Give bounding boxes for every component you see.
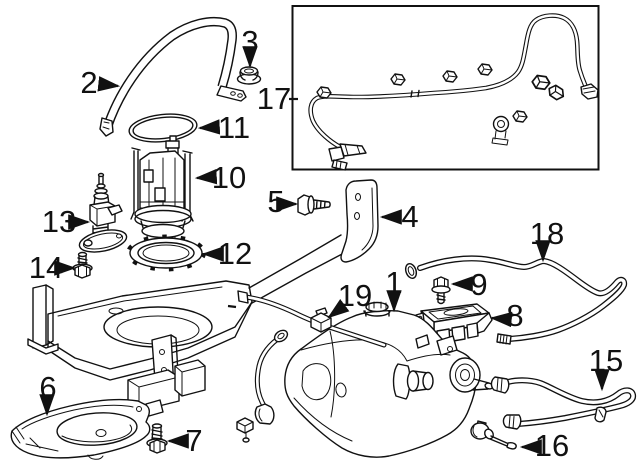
bolt-14 [72,251,93,279]
callout-7[interactable]: 7 [166,423,203,458]
callout-4[interactable]: 4 [379,199,419,234]
callout-5[interactable]: 5 [267,184,299,219]
callout-6[interactable]: 6 [39,370,57,417]
temp-sensor [470,420,517,450]
callout-18[interactable]: 18 [530,216,564,263]
callout-11[interactable]: 11 [197,110,250,145]
callout-13[interactable]: 13 [42,204,91,239]
mounting-tray [27,234,345,417]
callout-12[interactable]: 12 [201,236,252,271]
line-clip-icon [442,70,458,83]
line-clip-icon [512,110,528,123]
svg-text:8[interactable]: 8 [506,298,523,333]
svg-text:16[interactable]: 16 [535,428,569,463]
svg-text:18[interactable]: 18 [530,216,564,251]
line-clip-icon [531,74,551,91]
svg-text:2[interactable]: 2 [80,65,97,100]
line-clip-icon [316,86,332,99]
skid-plate [10,398,151,460]
svg-text:15[interactable]: 15 [589,343,623,378]
fuel-pump-module [130,135,194,244]
callout-15[interactable]: 15 [589,343,623,392]
callout-16[interactable]: 16 [519,428,569,463]
svg-text:14[interactable]: 14 [29,250,63,285]
bolt-9 [431,276,451,305]
svg-text:5[interactable]: 5 [267,184,284,219]
callout-17[interactable]: 17 [257,81,298,116]
level-sensor [78,172,128,253]
svg-text:11[interactable]: 11 [218,110,250,145]
svg-text:9[interactable]: 9 [470,267,487,302]
svg-text:1[interactable]: 1 [385,265,402,300]
callout-10[interactable]: 10 [194,160,246,195]
svg-text:6[interactable]: 6 [39,370,56,405]
callout-19[interactable]: 19 [327,278,372,319]
svg-text:17[interactable]: 17 [257,81,291,116]
callout-8[interactable]: 8 [489,298,524,333]
support-bracket [340,179,379,263]
svg-text:12[interactable]: 12 [218,236,252,271]
fill-hose [490,376,633,430]
hose-clip [310,307,332,333]
svg-text:3[interactable]: 3 [241,24,258,59]
svg-text:10[interactable]: 10 [212,160,246,195]
callout-14[interactable]: 14 [29,250,77,285]
svg-text:4[interactable]: 4 [401,199,418,234]
seal-oring [128,113,198,143]
callout-1[interactable]: 1 [385,265,403,313]
grommet [236,66,262,85]
bolt-5 [297,194,331,216]
tank-strap [99,22,247,137]
svg-text:13[interactable]: 13 [42,204,76,239]
inset-box-fuel-line-assembly [291,5,600,171]
tank-hose [236,290,384,443]
line-clip-icon [477,63,493,76]
vent-tube [404,258,624,345]
callouts: 1 2 3 4 5 6 7 8 [29,24,623,463]
svg-text:19[interactable]: 19 [338,278,372,313]
callout-2[interactable]: 2 [80,65,121,100]
svg-text:7[interactable]: 7 [185,423,202,458]
line-clip-icon [390,73,406,86]
callout-9[interactable]: 9 [450,267,488,302]
lock-ring [126,234,206,272]
callout-3[interactable]: 3 [241,24,259,69]
